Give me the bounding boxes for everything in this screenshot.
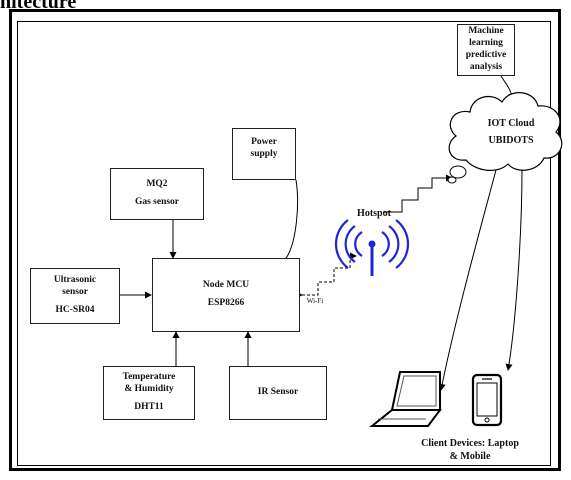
ir-sensor-block: IR Sensor (229, 366, 327, 420)
mq2-gas-sensor-block: MQ2 Gas sensor (110, 168, 204, 220)
ultrasonic-line-1: Ultrasonic (53, 275, 97, 286)
ir-line-1: IR Sensor (257, 387, 299, 398)
temp-line-2: & Humidity (124, 384, 174, 395)
wifi-link-node-hotspot (296, 252, 357, 299)
mq2-line-2: Gas sensor (134, 197, 180, 207)
power-line-2: supply (250, 148, 278, 159)
ultrasonic-line-2: sensor (62, 287, 88, 298)
ml-line-3: predictive (465, 50, 507, 60)
clients-line-1: Client Devices: Laptop (421, 438, 519, 449)
clients-line-2: & Mobile (449, 450, 491, 462)
mq2-line-1: MQ2 (146, 179, 168, 190)
client-devices-label: Client Devices: Laptop & Mobile (400, 438, 540, 463)
ultrasonic-line-3: HC-SR04 (55, 304, 95, 315)
node-line-2: ESP8266 (207, 298, 245, 308)
temp-line-1: Temperature (122, 372, 176, 383)
node-line-1: Node MCU (202, 280, 250, 291)
hotspot-antenna-icon (334, 219, 410, 276)
node-mcu-block: Node MCU ESP8266 (152, 258, 300, 332)
ml-line-2: learning (469, 38, 503, 49)
cloud-line-2: UBIDOTS (488, 134, 534, 146)
ml-line-1: Machine (468, 26, 504, 37)
ml-analysis-block: Machine learning predictive analysis (457, 24, 515, 76)
ml-line-4: analysis (469, 61, 503, 72)
diagram-inner-frame (17, 21, 551, 466)
link-hotspot-cloud (383, 174, 453, 213)
wifi-label: Wi-Fi (306, 297, 324, 305)
iot-cloud-shape (447, 92, 563, 184)
ultrasonic-sensor-block: Ultrasonic sensor HC-SR04 (30, 268, 120, 324)
temperature-humidity-block: Temperature & Humidity DHT11 (103, 366, 195, 420)
mobile-phone-icon (471, 373, 503, 427)
hotspot-label: Hotspot (357, 208, 391, 219)
laptop-icon (369, 371, 442, 427)
iot-cloud-label: IOT Cloud UBIDOTS (474, 118, 548, 147)
diagram-outer-frame (9, 9, 561, 471)
temp-line-3: DHT11 (134, 401, 164, 412)
power-line-1: Power (251, 137, 277, 147)
arrow-cloud-to-laptop (438, 169, 497, 391)
power-supply-block: Power supply (232, 128, 296, 180)
arrow-cloud-to-mobile (505, 167, 523, 371)
cloud-line-1: IOT Cloud (487, 118, 535, 129)
